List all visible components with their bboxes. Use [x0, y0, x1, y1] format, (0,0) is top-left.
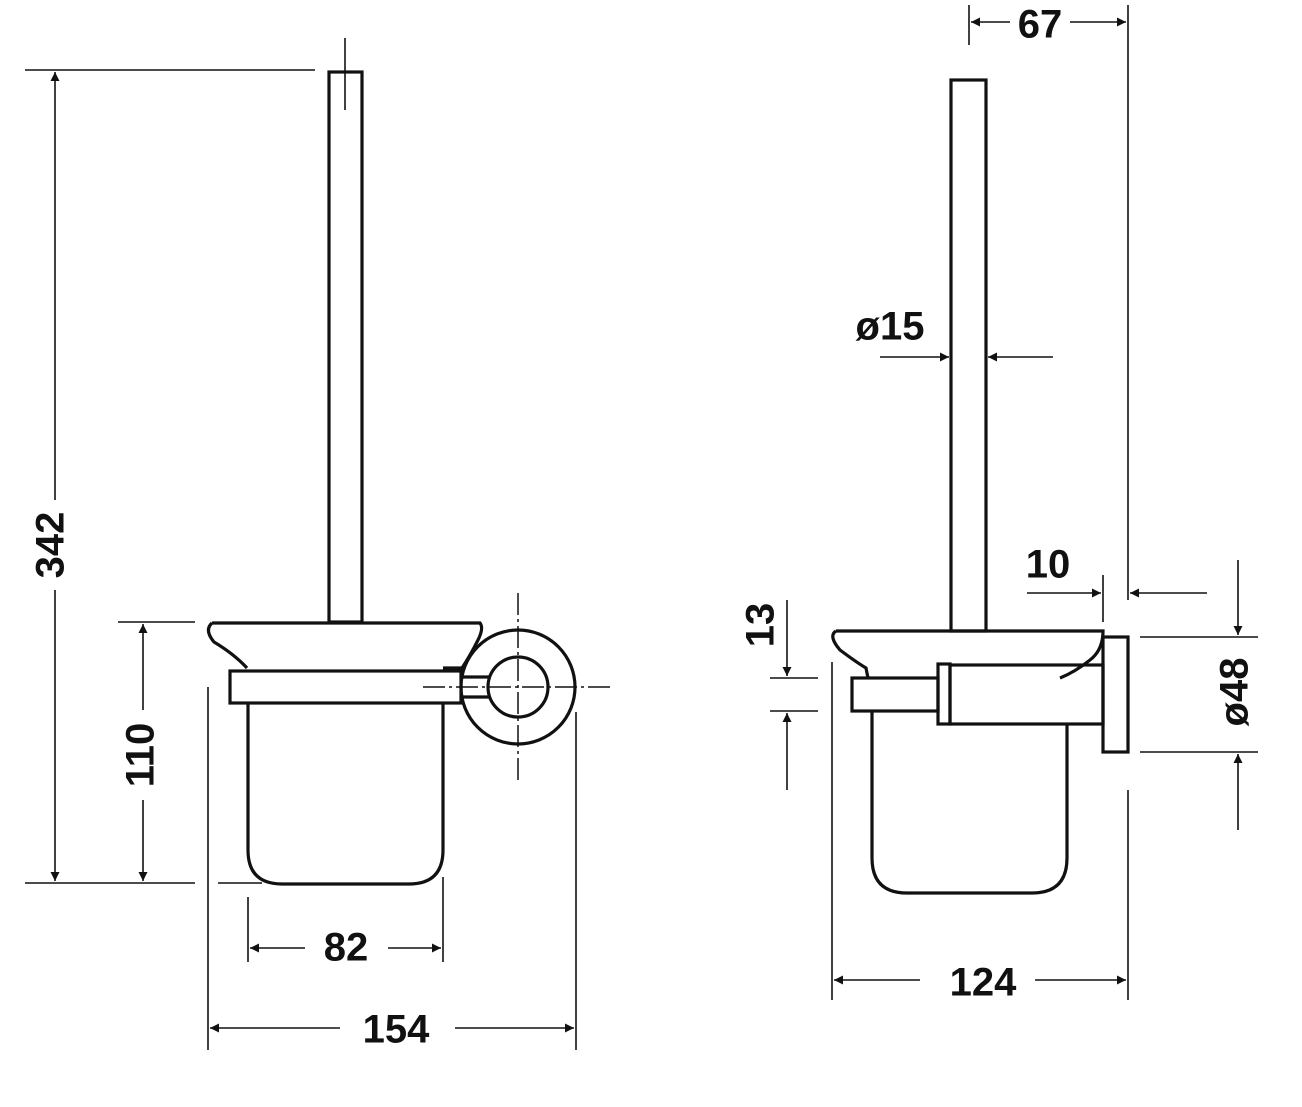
bowl-lid-side [831, 629, 1105, 680]
bowl-lid [206, 621, 484, 670]
brush-handle-side [949, 78, 988, 633]
dim-plate-thickness: 10 [1026, 543, 1071, 587]
arm-collar [936, 662, 952, 726]
mount-arm-side [850, 676, 940, 713]
dim-cup-width: 82 [324, 926, 369, 970]
mount-arm [461, 675, 489, 699]
dim-total-depth: 124 [950, 961, 1017, 1005]
front-view: 342 110 82 154 [25, 38, 612, 1052]
dim-handle-offset: 67 [1018, 3, 1063, 47]
dim-total-height: 342 [29, 512, 73, 579]
dim-plate-diameter: ø48 [1213, 658, 1257, 727]
glass-cup [246, 703, 445, 886]
arm-sleeve [948, 663, 1105, 726]
dim-total-width: 154 [363, 1008, 430, 1052]
brush-handle [327, 70, 364, 624]
dim-cup-height: 110 [119, 723, 163, 788]
glass-cup-side [870, 711, 1069, 895]
dim-handle-diameter: ø15 [856, 305, 925, 349]
wall-plate [1101, 635, 1130, 754]
dim-arm-thickness: 13 [739, 603, 783, 648]
side-view: 67 ø15 10 13 ø48 124 [739, 3, 1258, 1005]
